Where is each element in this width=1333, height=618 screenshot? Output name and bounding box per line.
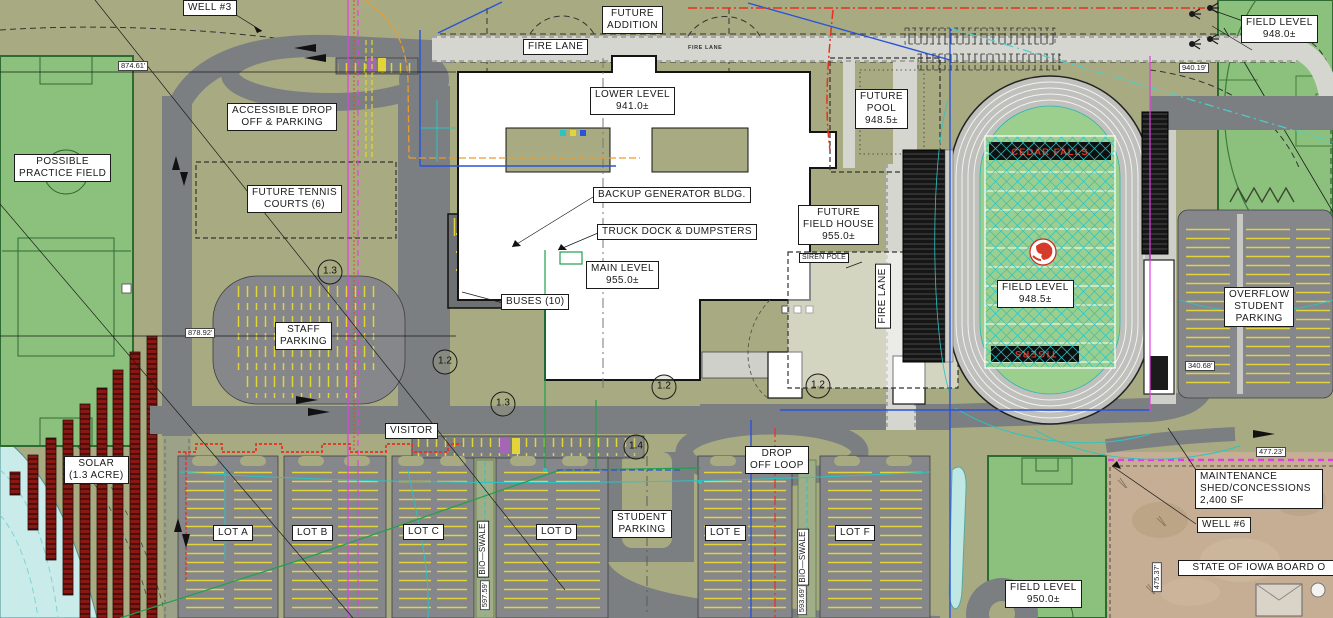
keynote-1-2-b: 1.2 [651, 374, 677, 400]
label-lot-f: LOT F [835, 525, 876, 541]
label-field-level-ne: FIELD LEVEL 948.0± [1241, 15, 1318, 43]
label-state-of-iowa: STATE OF IOWA BOARD O [1178, 560, 1333, 576]
label-bio-swale-east: BIO—SWALE [797, 528, 809, 586]
lot-entry-islands [192, 456, 912, 466]
label-maintenance-shed: MAINTENANCE SHED/CONCESSIONS 2,400 SF [1195, 469, 1323, 509]
dimension-aerial-side: 475.37' [1151, 561, 1163, 593]
label-future-tennis-courts: FUTURE TENNIS COURTS (6) [247, 185, 343, 213]
keynote-1-3-b: 1.3 [490, 391, 516, 417]
label-lot-e: LOT E [705, 525, 746, 541]
label-main-level: MAIN LEVEL 955.0± [586, 261, 659, 289]
label-lot-c: LOT C [403, 524, 445, 540]
label-lower-level: LOWER LEVEL 941.0± [590, 87, 675, 115]
label-field-level-south: FIELD LEVEL 950.0± [1005, 580, 1082, 608]
practice-field-west [0, 55, 134, 447]
label-backup-generator: BACKUP GENERATOR BLDG. [593, 187, 751, 203]
dimension-swale-east: 593.69' [796, 584, 808, 616]
label-fire-lane-top: FIRE LANE [523, 39, 589, 55]
label-well-3: WELL #3 [183, 0, 237, 16]
label-visitor: VISITOR [385, 423, 438, 439]
label-future-field-house: FUTURE FIELD HOUSE 955.0± [798, 205, 880, 245]
label-fire-lane-road-text: FIRE LANE [688, 45, 723, 51]
label-bio-swale-west: BIO—SWALE [477, 520, 489, 578]
label-future-addition: FUTURE ADDITION [602, 6, 663, 34]
label-buses: BUSES (10) [501, 294, 570, 310]
label-accessible-drop-off: ACCESSIBLE DROP OFF & PARKING [227, 103, 338, 131]
label-lot-d: LOT D [536, 524, 578, 540]
label-future-pool: FUTURE POOL 948.5± [855, 89, 908, 129]
keynote-1-2-c: 1.2 [805, 373, 831, 399]
dimension-west-mid: 878.92' [185, 328, 216, 339]
label-staff-parking: STAFF PARKING [275, 322, 333, 350]
future-parking-combs [904, 27, 1295, 204]
dimension-east-lot: 340.68' [1185, 361, 1216, 372]
dimension-aerial-top: 477.23' [1256, 447, 1287, 458]
label-siren-pole: SIREN POLE [799, 253, 850, 264]
solar-array [9, 335, 158, 618]
label-possible-practice-field: POSSIBLE PRACTICE FIELD [14, 154, 112, 182]
label-drop-off-loop: DROP OFF LOOP [745, 446, 809, 474]
survey-lines-leaders [0, 0, 1253, 618]
dimension-west-row: 874.61' [118, 61, 149, 72]
label-well-6: WELL #6 [1197, 517, 1251, 533]
dimension-northeast: 940.19' [1179, 63, 1210, 74]
label-fire-lane-east: FIRE LANE [875, 263, 891, 329]
label-student-parking: STUDENT PARKING [612, 510, 673, 538]
traffic-arrows [172, 26, 1275, 548]
label-lot-b: LOT B [292, 525, 333, 541]
keynote-1-2-a: 1.2 [432, 349, 458, 375]
keynote-1-4: 1.4 [623, 434, 649, 460]
tiger-head-logo [1029, 238, 1057, 266]
tennis-courts-future [195, 161, 397, 239]
keynote-1-3-a: 1.3 [317, 259, 343, 285]
label-lot-a: LOT A [213, 525, 254, 541]
label-truck-dock: TRUCK DOCK & DUMPSTERS [597, 224, 757, 240]
label-overflow-parking: OVERFLOW STUDENT PARKING [1224, 287, 1295, 327]
future-pool-area [829, 57, 941, 173]
dimension-swale-west: 597.59' [479, 579, 491, 611]
floodlight-icons [1188, 2, 1219, 50]
label-field-level-stadium: FIELD LEVEL 948.5± [997, 280, 1074, 308]
utility-lines [119, 0, 1333, 618]
stadium: CEDAR FALLS TIGERS [902, 75, 1175, 425]
label-solar: SOLAR (1.3 ACRE) [64, 456, 129, 484]
